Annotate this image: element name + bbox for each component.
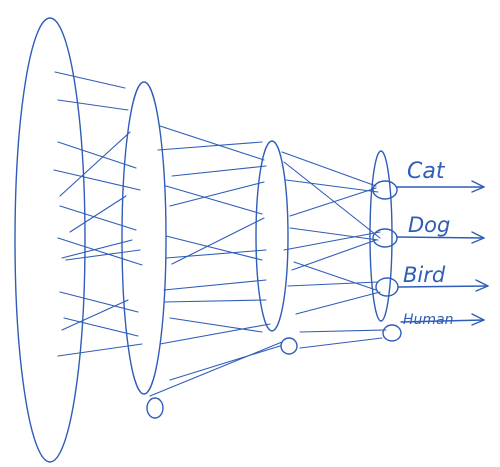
connection-line	[59, 131, 131, 197]
output-node-cat	[372, 180, 398, 200]
layer-2	[121, 81, 167, 395]
arrow-dog-shaft	[396, 236, 485, 239]
connection-line	[163, 279, 267, 291]
connection-line	[61, 239, 133, 259]
connection-line	[299, 337, 383, 349]
connection-line	[159, 323, 271, 345]
connection-line	[293, 261, 377, 291]
connection-line	[165, 185, 263, 215]
layer-4	[369, 150, 393, 322]
label-cat: Cat	[407, 159, 446, 184]
connection-line	[149, 341, 283, 397]
connection-line	[65, 249, 141, 261]
connection-line	[281, 151, 377, 187]
arrow-dog-head	[471, 231, 485, 244]
connection-line	[165, 235, 263, 261]
connection-line	[57, 99, 129, 111]
connection-line	[289, 227, 379, 241]
connection-line	[57, 237, 143, 266]
layer-3	[255, 140, 289, 332]
connection-line	[285, 179, 379, 193]
label-dog: Dog	[408, 213, 450, 237]
bias-node-2	[280, 337, 298, 355]
arrow-cat-head	[471, 180, 485, 193]
connection-line	[169, 345, 281, 381]
arrow-bird-shaft	[397, 285, 489, 288]
bias-node-1	[146, 397, 164, 419]
output-node-bird	[375, 277, 399, 297]
connection-line	[69, 195, 127, 233]
connection-line	[57, 141, 137, 169]
connection-line	[61, 299, 129, 331]
connection-line	[169, 317, 263, 333]
output-labels: Cat Dog Bird Human	[403, 159, 454, 328]
connections	[53, 71, 387, 397]
connection-line	[165, 249, 267, 259]
connection-line	[283, 231, 381, 251]
output-node-dog	[372, 228, 398, 248]
connection-line	[287, 281, 379, 287]
connection-line	[59, 205, 137, 231]
connection-line	[159, 125, 265, 161]
arrow-human-shaft	[400, 319, 485, 323]
nodes	[146, 180, 402, 419]
connection-line	[163, 299, 267, 303]
connection-line	[289, 187, 377, 217]
connection-line	[171, 165, 267, 177]
connection-line	[63, 317, 139, 337]
arrows	[396, 180, 489, 326]
connection-line	[171, 217, 265, 265]
connection-line	[295, 291, 381, 315]
connection-line	[169, 181, 265, 207]
connection-line	[299, 329, 387, 333]
connection-line	[54, 71, 126, 89]
connection-line	[157, 141, 263, 151]
layer-1	[14, 17, 86, 463]
arrow-human-head	[471, 313, 485, 326]
connection-line	[283, 161, 381, 239]
connection-line	[291, 239, 377, 271]
label-human: Human	[403, 312, 454, 328]
layers	[14, 17, 393, 463]
label-bird: Bird	[403, 263, 446, 287]
connection-line	[53, 169, 141, 191]
output-node-human	[382, 324, 402, 342]
connection-line	[59, 291, 139, 313]
arrow-bird-head	[475, 279, 489, 292]
